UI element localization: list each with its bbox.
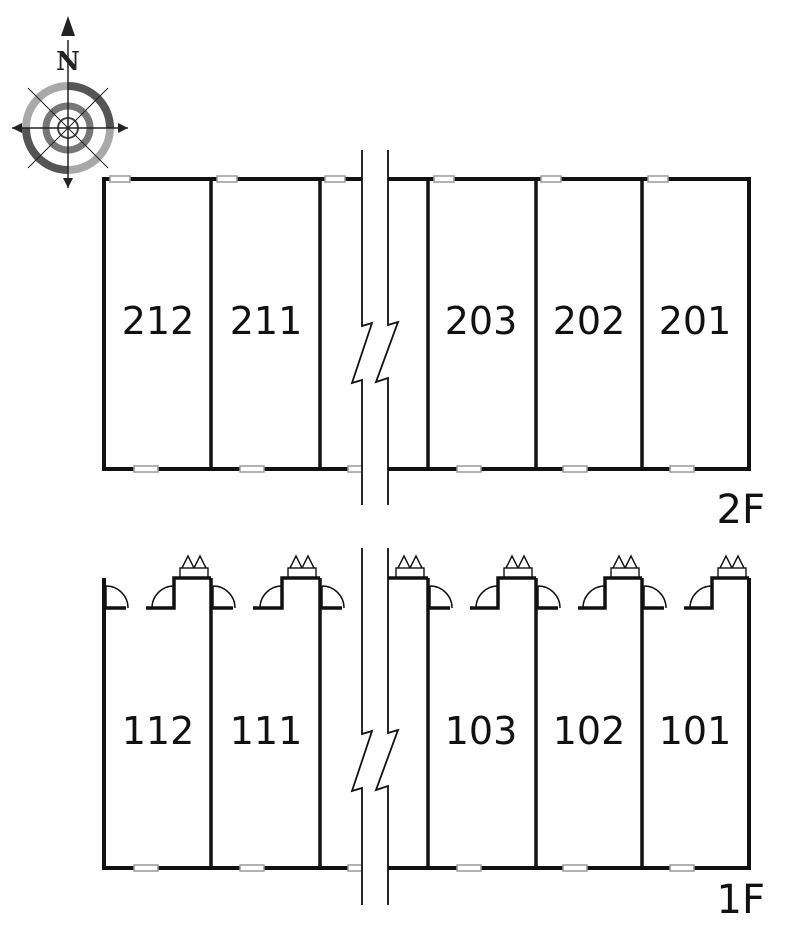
north-letter: N bbox=[56, 47, 80, 77]
room-label: 101 bbox=[659, 709, 732, 753]
floor-label: 2F bbox=[717, 487, 765, 533]
room-label: 202 bbox=[553, 299, 626, 343]
room-label: 103 bbox=[445, 709, 518, 753]
room-label: 112 bbox=[122, 709, 195, 753]
compass-icon: N bbox=[12, 16, 128, 188]
floor-2f: 212 211 203 202 201 2F bbox=[102, 150, 765, 533]
floor-label: 1F bbox=[717, 877, 765, 923]
room-label: 211 bbox=[230, 299, 303, 343]
room-label: 201 bbox=[659, 299, 732, 343]
floor-1f: 112 111 103 102 101 1F bbox=[102, 548, 765, 923]
room-label: 203 bbox=[445, 299, 518, 343]
room-label: 102 bbox=[553, 709, 626, 753]
room-label: 111 bbox=[230, 709, 303, 753]
room-label: 212 bbox=[122, 299, 195, 343]
